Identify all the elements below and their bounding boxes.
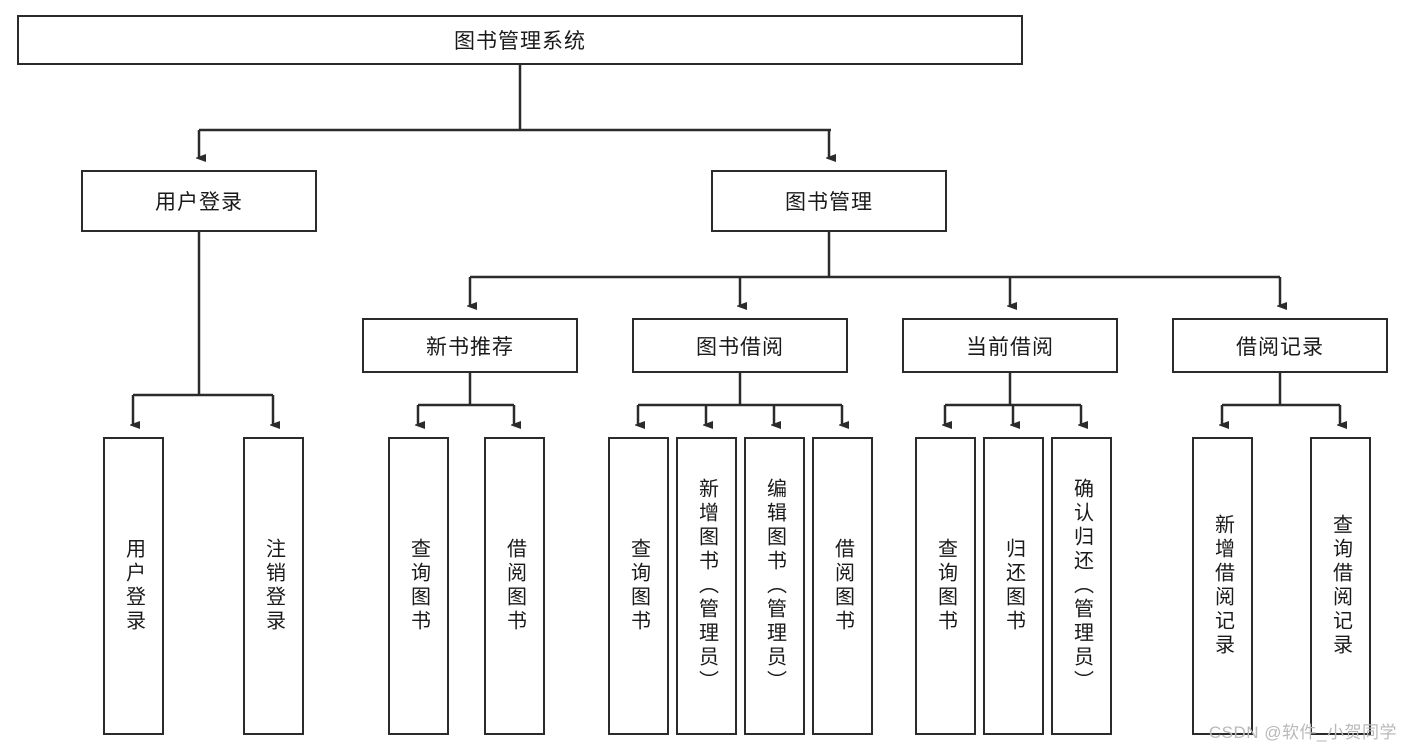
- node-book-borrow-label: 图书借阅: [696, 335, 784, 359]
- csdn-watermark: CSDN @软件_小贺同学: [1208, 723, 1397, 742]
- leaf-logout[interactable]: 注销登录: [243, 437, 304, 735]
- leaf-query-book-recommend-label: 查询图书: [407, 538, 430, 634]
- node-new-book-recommend[interactable]: 新书推荐: [362, 318, 578, 373]
- leaf-confirm-return-admin-label: 确认归还（管理员）: [1070, 478, 1093, 694]
- leaf-query-borrow-record[interactable]: 查询借阅记录: [1310, 437, 1371, 735]
- leaf-query-book-current-label: 查询图书: [934, 538, 957, 634]
- leaf-borrow-book-recommend-label: 借阅图书: [503, 538, 526, 634]
- leaf-add-borrow-record[interactable]: 新增借阅记录: [1192, 437, 1253, 735]
- node-book-management-label: 图书管理: [785, 191, 873, 214]
- node-new-book-recommend-label: 新书推荐: [426, 335, 514, 359]
- leaf-add-borrow-record-label: 新增借阅记录: [1211, 514, 1234, 658]
- leaf-logout-label: 注销登录: [262, 538, 285, 634]
- leaf-query-book-borrow[interactable]: 查询图书: [608, 437, 669, 735]
- leaf-user-login[interactable]: 用户登录: [103, 437, 164, 735]
- leaf-edit-book-admin-label: 编辑图书（管理员）: [763, 478, 786, 694]
- leaf-add-book-admin-label: 新增图书（管理员）: [695, 478, 718, 694]
- node-borrow-records[interactable]: 借阅记录: [1172, 318, 1388, 373]
- leaf-return-book-label: 归还图书: [1002, 538, 1025, 634]
- node-borrow-records-label: 借阅记录: [1236, 335, 1324, 359]
- node-root-label: 图书管理系统: [454, 30, 586, 53]
- leaf-borrow-book-recommend[interactable]: 借阅图书: [484, 437, 545, 735]
- node-current-borrow-label: 当前借阅: [966, 335, 1054, 359]
- node-book-borrow[interactable]: 图书借阅: [632, 318, 848, 373]
- node-current-borrow[interactable]: 当前借阅: [902, 318, 1118, 373]
- node-book-management[interactable]: 图书管理: [711, 170, 947, 232]
- leaf-confirm-return-admin[interactable]: 确认归还（管理员）: [1051, 437, 1112, 735]
- leaf-query-book-borrow-label: 查询图书: [627, 538, 650, 634]
- leaf-edit-book-admin[interactable]: 编辑图书（管理员）: [744, 437, 805, 735]
- leaf-borrow-book-label: 借阅图书: [831, 538, 854, 634]
- leaf-borrow-book[interactable]: 借阅图书: [812, 437, 873, 735]
- leaf-query-borrow-record-label: 查询借阅记录: [1329, 514, 1352, 658]
- leaf-user-login-label: 用户登录: [122, 538, 145, 634]
- leaf-query-book-current[interactable]: 查询图书: [915, 437, 976, 735]
- leaf-query-book-recommend[interactable]: 查询图书: [388, 437, 449, 735]
- node-root[interactable]: 图书管理系统: [17, 15, 1023, 65]
- node-user-login-label: 用户登录: [155, 191, 243, 214]
- leaf-add-book-admin[interactable]: 新增图书（管理员）: [676, 437, 737, 735]
- leaf-return-book[interactable]: 归还图书: [983, 437, 1044, 735]
- node-user-login[interactable]: 用户登录: [81, 170, 317, 232]
